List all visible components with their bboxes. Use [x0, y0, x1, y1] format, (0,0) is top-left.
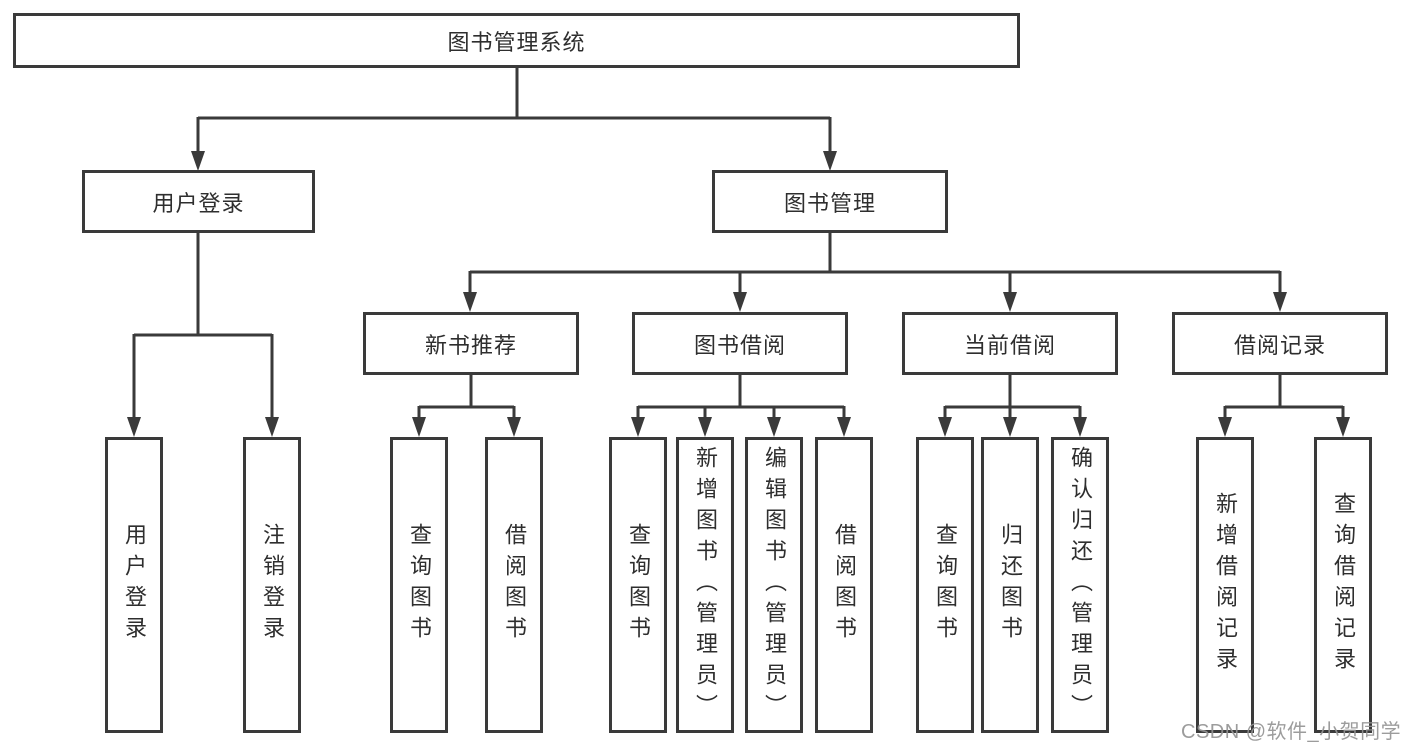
- node-current-borrow: 当前借阅: [902, 312, 1118, 375]
- leaf-borrow-books: 借阅图书: [815, 437, 873, 733]
- leaf-return-books: 归还图书: [981, 437, 1039, 733]
- node-root-book-management-system: 图书管理系统: [13, 13, 1020, 68]
- node-new-book-recommend: 新书推荐: [363, 312, 579, 375]
- node-book-borrow: 图书借阅: [632, 312, 848, 375]
- leaf-confirm-return-admin: 确认归还（管理员）: [1051, 437, 1109, 733]
- node-borrow-records: 借阅记录: [1172, 312, 1388, 375]
- leaf-query-books-current: 查询图书: [916, 437, 974, 733]
- leaf-user-login: 用户登录: [105, 437, 163, 733]
- leaf-add-books-admin: 新增图书（管理员）: [676, 437, 734, 733]
- arrowheads: [127, 151, 1350, 437]
- csdn-watermark: CSDN @软件_小贺同学: [1181, 721, 1402, 743]
- leaf-query-books-borrow: 查询图书: [609, 437, 667, 733]
- leaf-edit-books-admin: 编辑图书（管理员）: [745, 437, 803, 733]
- leaf-add-borrow-record: 新增借阅记录: [1196, 437, 1254, 733]
- node-user-login: 用户登录: [82, 170, 315, 233]
- leaf-logout: 注销登录: [243, 437, 301, 733]
- node-book-management: 图书管理: [712, 170, 948, 233]
- leaf-query-borrow-record: 查询借阅记录: [1314, 437, 1372, 733]
- leaf-query-books-recommend: 查询图书: [390, 437, 448, 733]
- leaf-borrow-books-recommend: 借阅图书: [485, 437, 543, 733]
